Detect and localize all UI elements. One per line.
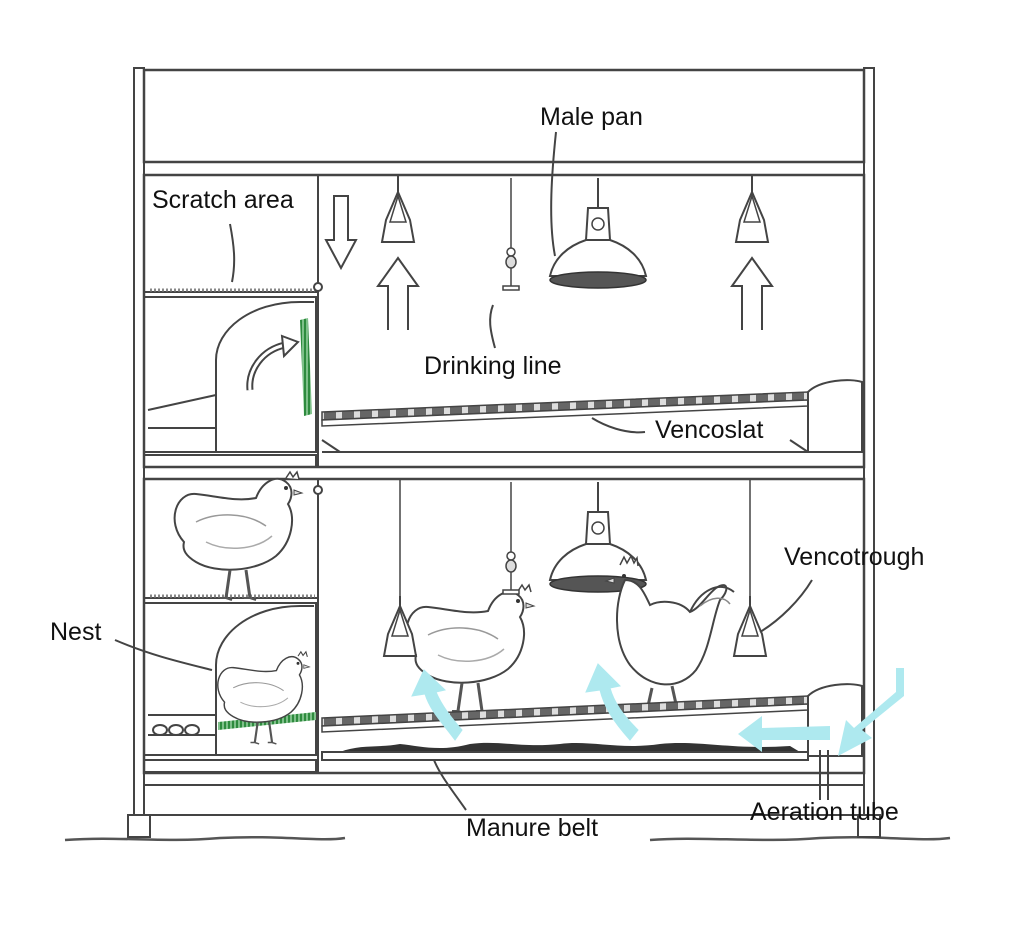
- scratch-down-arrow: [324, 195, 358, 271]
- vencotrough-pointer: [759, 579, 813, 633]
- nest-pointer: [114, 639, 213, 671]
- manure-belt-pointer: [433, 759, 467, 811]
- airflow-arrow-icon: [738, 716, 830, 752]
- manure-belt-strip: [321, 751, 809, 761]
- airflow-arrow-icon: [838, 668, 904, 756]
- label-aeration-tube: Aeration tube: [750, 798, 899, 826]
- egg-icon: [168, 724, 184, 736]
- male-pan-pointer: [550, 131, 557, 257]
- upper-nest-box: [143, 296, 317, 453]
- top-compartment: [142, 68, 866, 164]
- lower-perch: [313, 485, 323, 495]
- upper-end-cover: [807, 379, 863, 453]
- label-drinking-line: Drinking line: [424, 352, 562, 380]
- label-scratch-area: Scratch area: [152, 186, 294, 214]
- right-foot: [857, 814, 881, 838]
- manure-pile: [340, 742, 800, 752]
- vencoslat-pointer: [591, 417, 646, 434]
- egg-icon: [184, 724, 200, 736]
- base-rail: [143, 784, 865, 816]
- nest-curved-arrow-head: [280, 334, 300, 359]
- left-foot: [127, 814, 151, 838]
- upper-nest-mat: [300, 318, 312, 416]
- label-vencoslat: Vencoslat: [655, 416, 763, 444]
- rooster-icon: [604, 554, 735, 709]
- upper-nest-curtain: [215, 301, 314, 452]
- upper-perch: [313, 282, 323, 292]
- upper-nest-floor: [147, 394, 217, 411]
- lower-nest-curtain: [215, 605, 314, 755]
- label-nest: Nest: [50, 618, 101, 646]
- upper-nest-base: [143, 454, 317, 468]
- lower-nest-base: [143, 759, 317, 773]
- airflow-arrow-icon: [585, 663, 639, 741]
- label-manure-belt: Manure belt: [466, 814, 598, 842]
- drinking-line-pointer: [489, 304, 496, 349]
- ground-line-left: [64, 835, 346, 842]
- label-vencotrough: Vencotrough: [784, 543, 924, 571]
- egg-icon: [152, 724, 168, 736]
- nest-curved-arrow-inner: [248, 343, 286, 391]
- scratch-area-pointer: [229, 223, 236, 283]
- label-male-pan: Male pan: [540, 103, 643, 131]
- airflow-arrow-icon: [411, 669, 463, 741]
- left-post: [133, 67, 145, 837]
- lower-nest-box: [143, 602, 317, 756]
- ground-line-right: [649, 835, 951, 842]
